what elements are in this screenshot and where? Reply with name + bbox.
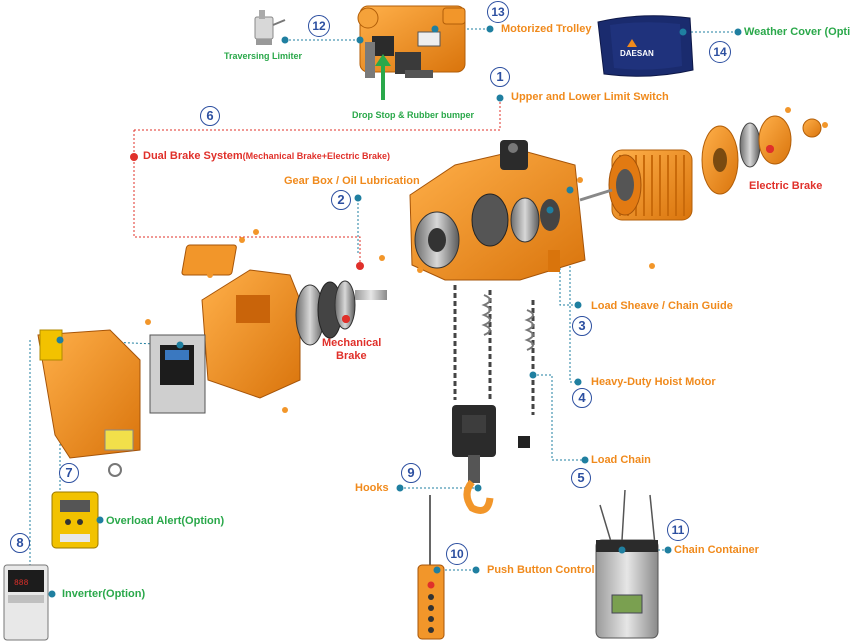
label-overload-alert: Overload Alert(Option) [106, 515, 225, 527]
motorized-trolley-illustration [357, 5, 466, 78]
number-badge-6: 6 [200, 106, 220, 126]
label-mechanical-brake-line2: Brake [336, 350, 367, 362]
hook-illustration [452, 405, 496, 514]
overload-alert-illustration [51, 491, 99, 549]
label-upper-lower-limit: Upper and Lower Limit Switch [511, 91, 669, 103]
label-push-button: Push Button Control [487, 564, 595, 576]
number-badge-3: 3 [572, 316, 592, 336]
number-badge-12: 12 [308, 15, 330, 37]
end-cover-illustration [37, 329, 141, 477]
weather-cover-illustration: DAESAN [597, 15, 694, 77]
number-badge-7: 7 [59, 463, 79, 483]
loose-parts [145, 107, 828, 413]
label-chain-container: Chain Container [674, 544, 759, 556]
pendant-illustration [417, 495, 445, 640]
label-hooks: Hooks [355, 482, 389, 494]
svg-text:888: 888 [14, 579, 29, 588]
number-badge-8: 8 [10, 533, 30, 553]
number-badge-11: 11 [667, 519, 689, 541]
label-dual-brake: Dual Brake System(Mechanical Brake+Elect… [143, 150, 390, 163]
connector-dots [48, 25, 774, 598]
traversing-limiter-illustration [254, 10, 286, 45]
label-dual-brake-detail: (Mechanical Brake+Electric Brake) [242, 151, 390, 161]
label-hoist-motor: Heavy-Duty Hoist Motor [591, 376, 716, 388]
label-load-sheave: Load Sheave / Chain Guide [591, 300, 733, 312]
label-electric-brake: Electric Brake [749, 180, 823, 192]
label-weather-cover: Weather Cover (Option) [744, 26, 850, 38]
number-badge-14: 14 [709, 41, 731, 63]
number-badge-5: 5 [571, 468, 591, 488]
label-traversing-limiter: Traversing Limiter [224, 51, 303, 61]
control-panel-illustration [149, 334, 206, 414]
label-gearbox: Gear Box / Oil Lubrication [284, 175, 420, 187]
label-drop-stop: Drop Stop & Rubber bumper [352, 110, 474, 120]
label-motorized-trolley: Motorized Trolley [501, 23, 592, 35]
electric-brake-illustration [579, 115, 822, 221]
mechanical-brake-illustration [181, 244, 387, 399]
label-dual-brake-main: Dual Brake System [143, 150, 243, 162]
number-badge-1: 1 [490, 67, 510, 87]
cover-brand-text: DAESAN [620, 49, 654, 58]
load-chains-illustration [453, 285, 535, 448]
number-badge-4: 4 [572, 388, 592, 408]
number-badge-10: 10 [446, 543, 468, 565]
label-load-chain: Load Chain [591, 454, 651, 466]
gearbox-body-illustration [409, 140, 586, 281]
number-badge-13: 13 [487, 1, 509, 23]
label-inverter: Inverter(Option) [62, 588, 146, 600]
number-badge-9: 9 [401, 463, 421, 483]
chain-container-illustration [595, 489, 659, 639]
drop-stop-arrow [375, 54, 391, 100]
label-mechanical-brake-line1: Mechanical [322, 337, 382, 349]
number-badge-2: 2 [331, 190, 351, 210]
inverter-illustration: 888 [3, 564, 49, 641]
